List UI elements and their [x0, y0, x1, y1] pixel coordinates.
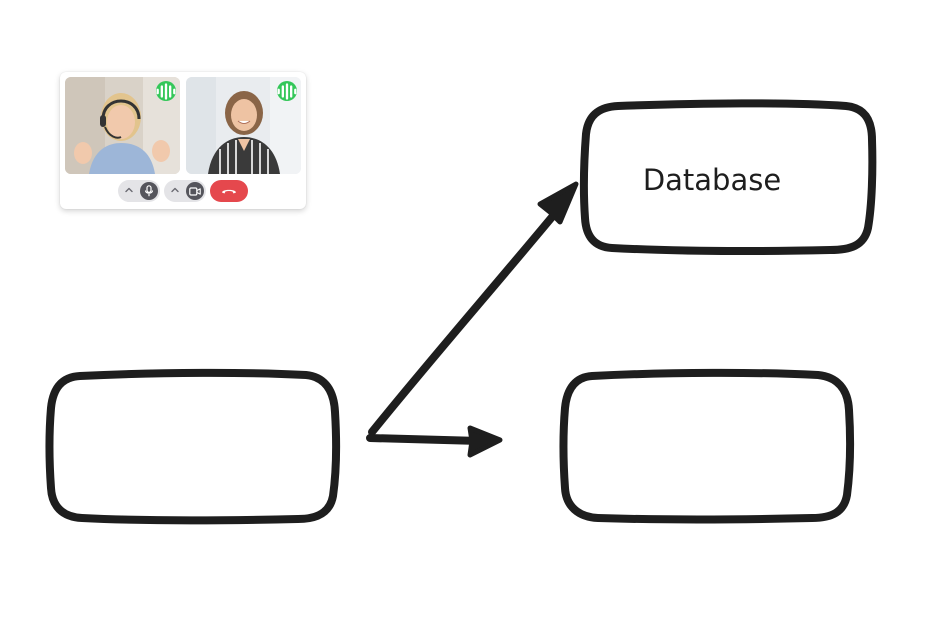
video-call-widget[interactable] [60, 72, 306, 209]
audio-waveform-icon [156, 82, 176, 100]
phone-hangup-icon [222, 189, 236, 194]
chevron-up-icon[interactable] [124, 185, 134, 195]
microphone-icon [144, 185, 154, 197]
speaking-indicator [277, 81, 297, 101]
chevron-up-icon[interactable] [170, 185, 180, 195]
speaking-indicator [156, 81, 176, 101]
shape-source-box[interactable] [45, 368, 341, 525]
shape-target-box[interactable] [559, 368, 855, 524]
database-box-label: Database [643, 163, 781, 197]
arrowhead [537, 181, 579, 225]
camera-control [164, 180, 206, 202]
participant-tile-2[interactable] [186, 77, 301, 174]
arrow-source-to-database[interactable] [368, 181, 579, 436]
arrow-source-to-target[interactable] [366, 425, 503, 458]
microphone-control [118, 180, 160, 202]
arrowhead [467, 425, 503, 458]
video-camera-icon [189, 186, 201, 196]
participant-tile-1[interactable] [65, 77, 180, 174]
camera-button[interactable] [186, 182, 204, 200]
microphone-button[interactable] [140, 182, 158, 200]
audio-waveform-icon [277, 82, 297, 100]
hangup-button[interactable] [210, 180, 248, 202]
call-controls [60, 180, 306, 202]
shape-database-box[interactable]: Database [579, 99, 877, 256]
